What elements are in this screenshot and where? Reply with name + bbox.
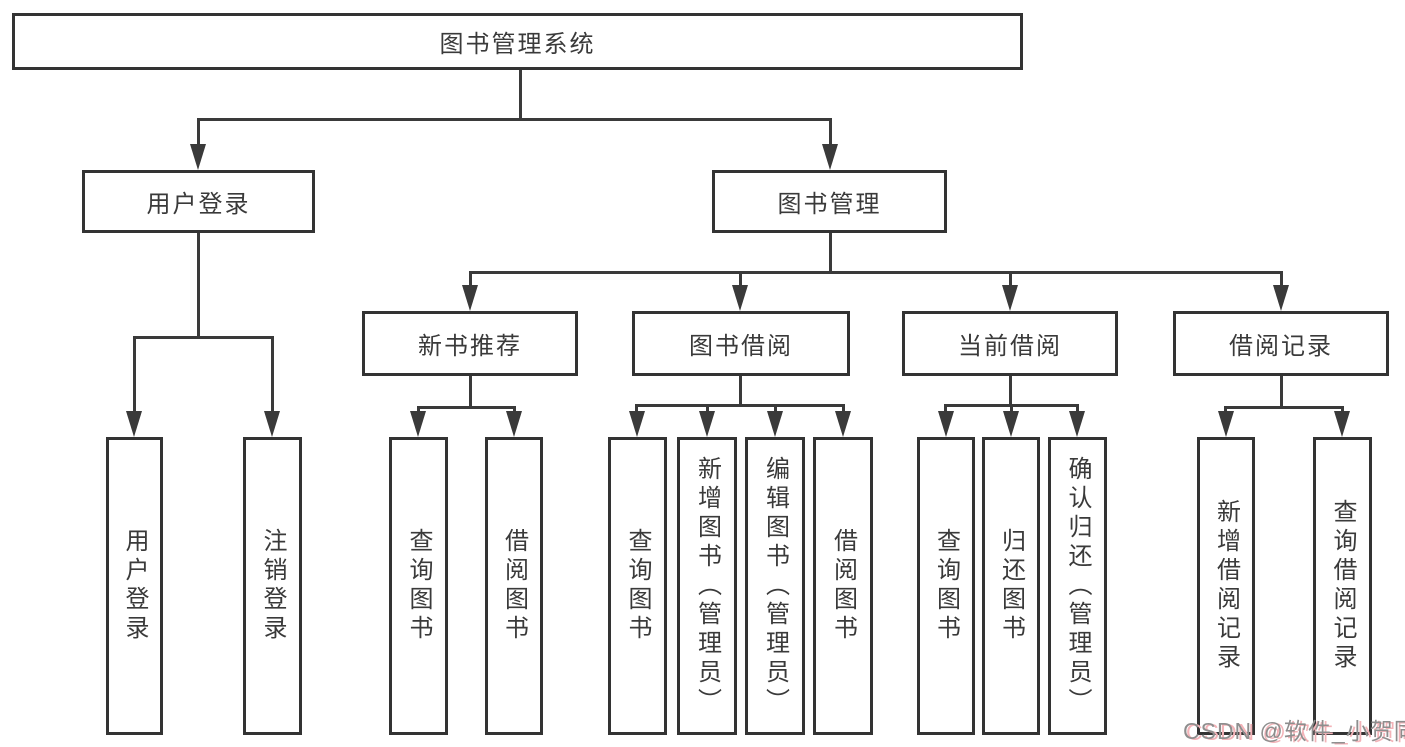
arrow-down-icon	[1069, 411, 1085, 437]
leaf-borrow-book-1-label: 借阅图书	[500, 528, 528, 644]
leaf-query-borrow-record-label: 查询借阅记录	[1329, 499, 1356, 673]
watermark-text: CSDN @软件_小贺同学	[1183, 718, 1405, 744]
connector-userlogin-bar	[133, 336, 274, 339]
leaf-add-borrow-record-label: 新增借阅记录	[1212, 499, 1240, 673]
arrow-down-icon	[835, 411, 851, 437]
connector-record-down	[1280, 374, 1283, 408]
node-book-borrow: 图书借阅	[632, 311, 850, 376]
arrow-down-icon	[126, 411, 142, 437]
connector-l3-stem	[1280, 271, 1283, 287]
connector-leaf-stem	[417, 406, 420, 415]
leaf-logout: 注销登录	[243, 437, 302, 735]
node-user-login: 用户登录	[82, 170, 315, 233]
connector-newbook-bar	[417, 406, 516, 409]
arrow-down-icon	[1273, 285, 1289, 311]
connector-leaf-stem	[842, 404, 845, 415]
arrow-down-icon	[767, 411, 783, 437]
connector-l3-stem	[739, 271, 742, 287]
arrow-down-icon	[410, 411, 426, 437]
connector-leaf-stem	[1076, 404, 1079, 415]
leaf-borrow-book-1: 借阅图书	[485, 437, 543, 735]
node-book-management: 图书管理	[712, 170, 947, 233]
node-new-book-recommend-label: 新书推荐	[418, 333, 522, 360]
leaf-return-book-label: 归还图书	[997, 528, 1025, 644]
leaf-query-book-1-label: 查询图书	[405, 528, 432, 644]
node-borrow-record: 借阅记录	[1173, 311, 1389, 376]
leaf-confirm-return-admin: 确认归还（管理员）	[1048, 437, 1107, 735]
watermark: CSDN @软件_小贺同学	[1183, 712, 1405, 746]
leaf-add-book-admin-label: 新增图书（管理员）	[693, 455, 721, 717]
connector-userlogin-stem	[197, 118, 200, 148]
connector-bookmgmt-down	[829, 233, 832, 274]
connector-l3-stem	[469, 271, 472, 287]
node-current-borrow-label: 当前借阅	[958, 333, 1062, 360]
arrow-down-icon	[822, 144, 838, 170]
leaf-query-borrow-record: 查询借阅记录	[1313, 437, 1372, 735]
connector-record-bar	[1224, 406, 1344, 409]
leaf-confirm-return-admin-label: 确认归还（管理员）	[1064, 455, 1091, 717]
arrow-down-icon	[506, 411, 522, 437]
leaf-return-book: 归还图书	[982, 437, 1040, 735]
connector-leaf-stem	[1010, 404, 1013, 415]
connector-bookmgmt-bar	[469, 271, 1282, 274]
arrow-down-icon	[1003, 411, 1019, 437]
connector-leaf-stem	[271, 336, 274, 414]
arrow-down-icon	[264, 411, 280, 437]
arrow-down-icon	[1334, 411, 1350, 437]
connector-bookmgmt-stem	[829, 118, 832, 148]
node-root-label: 图书管理系统	[439, 31, 596, 58]
arrow-down-icon	[1002, 285, 1018, 311]
connector-l3-stem	[1009, 271, 1012, 287]
connector-leaf-stem	[774, 404, 777, 415]
leaf-add-book-admin: 新增图书（管理员）	[677, 437, 737, 735]
leaf-query-book-2: 查询图书	[608, 437, 667, 735]
leaf-borrow-book-2: 借阅图书	[813, 437, 873, 735]
leaf-query-book-3-label: 查询图书	[932, 528, 960, 644]
arrow-down-icon	[1218, 411, 1234, 437]
connector-leaf-stem	[133, 336, 136, 414]
leaf-user-login-label: 用户登录	[121, 528, 148, 644]
connector-borrow-bar	[635, 404, 845, 407]
leaf-query-book-1: 查询图书	[389, 437, 448, 735]
arrow-down-icon	[190, 144, 206, 170]
leaf-user-login: 用户登录	[106, 437, 163, 735]
connector-root-stem	[519, 70, 522, 120]
arrow-down-icon	[462, 285, 478, 311]
connector-borrow-down	[739, 376, 742, 406]
node-user-login-label: 用户登录	[146, 191, 251, 218]
connector-userlogin-down	[197, 233, 200, 339]
arrow-down-icon	[699, 411, 715, 437]
node-root: 图书管理系统	[12, 13, 1023, 70]
connector-root-bar	[197, 118, 831, 121]
connector-current-down	[1009, 376, 1012, 406]
node-borrow-record-label: 借阅记录	[1229, 333, 1333, 360]
connector-leaf-stem	[635, 404, 638, 415]
connector-newbook-down	[469, 376, 472, 408]
node-book-borrow-label: 图书借阅	[689, 333, 793, 360]
leaf-borrow-book-2-label: 借阅图书	[829, 528, 857, 644]
leaf-query-book-3: 查询图书	[917, 437, 975, 735]
connector-leaf-stem	[1224, 406, 1227, 415]
arrow-down-icon	[629, 411, 645, 437]
connector-leaf-stem	[513, 406, 516, 415]
leaf-add-borrow-record: 新增借阅记录	[1197, 437, 1255, 735]
leaf-edit-book-admin-label: 编辑图书（管理员）	[761, 455, 789, 717]
node-book-management-label: 图书管理	[777, 191, 882, 218]
arrow-down-icon	[732, 285, 748, 311]
arrow-down-icon	[938, 411, 954, 437]
connector-leaf-stem	[944, 404, 947, 415]
leaf-edit-book-admin: 编辑图书（管理员）	[745, 437, 805, 735]
node-new-book-recommend: 新书推荐	[362, 311, 578, 376]
connector-leaf-stem	[706, 404, 709, 415]
leaf-logout-label: 注销登录	[259, 528, 286, 644]
connector-leaf-stem	[1341, 406, 1344, 415]
node-current-borrow: 当前借阅	[902, 311, 1118, 376]
leaf-query-book-2-label: 查询图书	[624, 528, 651, 644]
